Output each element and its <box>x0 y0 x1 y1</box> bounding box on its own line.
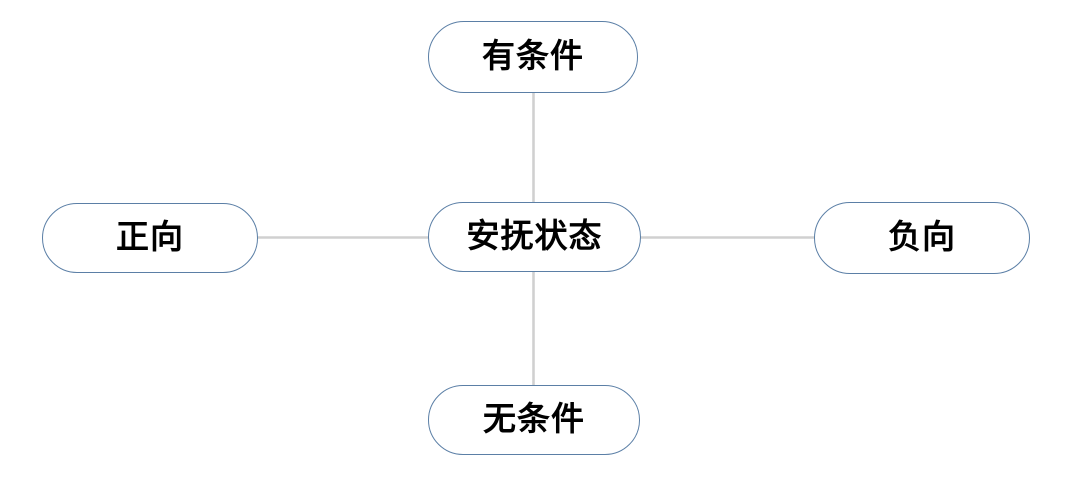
node-label-unconditional: 无条件 <box>483 401 585 438</box>
node-label-positive: 正向 <box>116 219 184 256</box>
node-positive[interactable]: 正向 <box>42 203 258 273</box>
node-negative[interactable]: 负向 <box>814 202 1030 274</box>
node-unconditional[interactable]: 无条件 <box>428 385 640 455</box>
node-conditional[interactable]: 有条件 <box>428 21 638 93</box>
node-label-negative: 负向 <box>888 219 956 256</box>
node-label-center: 安抚状态 <box>466 218 603 255</box>
node-center-soothing-state[interactable]: 安抚状态 <box>428 202 641 272</box>
node-label-conditional: 有条件 <box>482 38 584 75</box>
